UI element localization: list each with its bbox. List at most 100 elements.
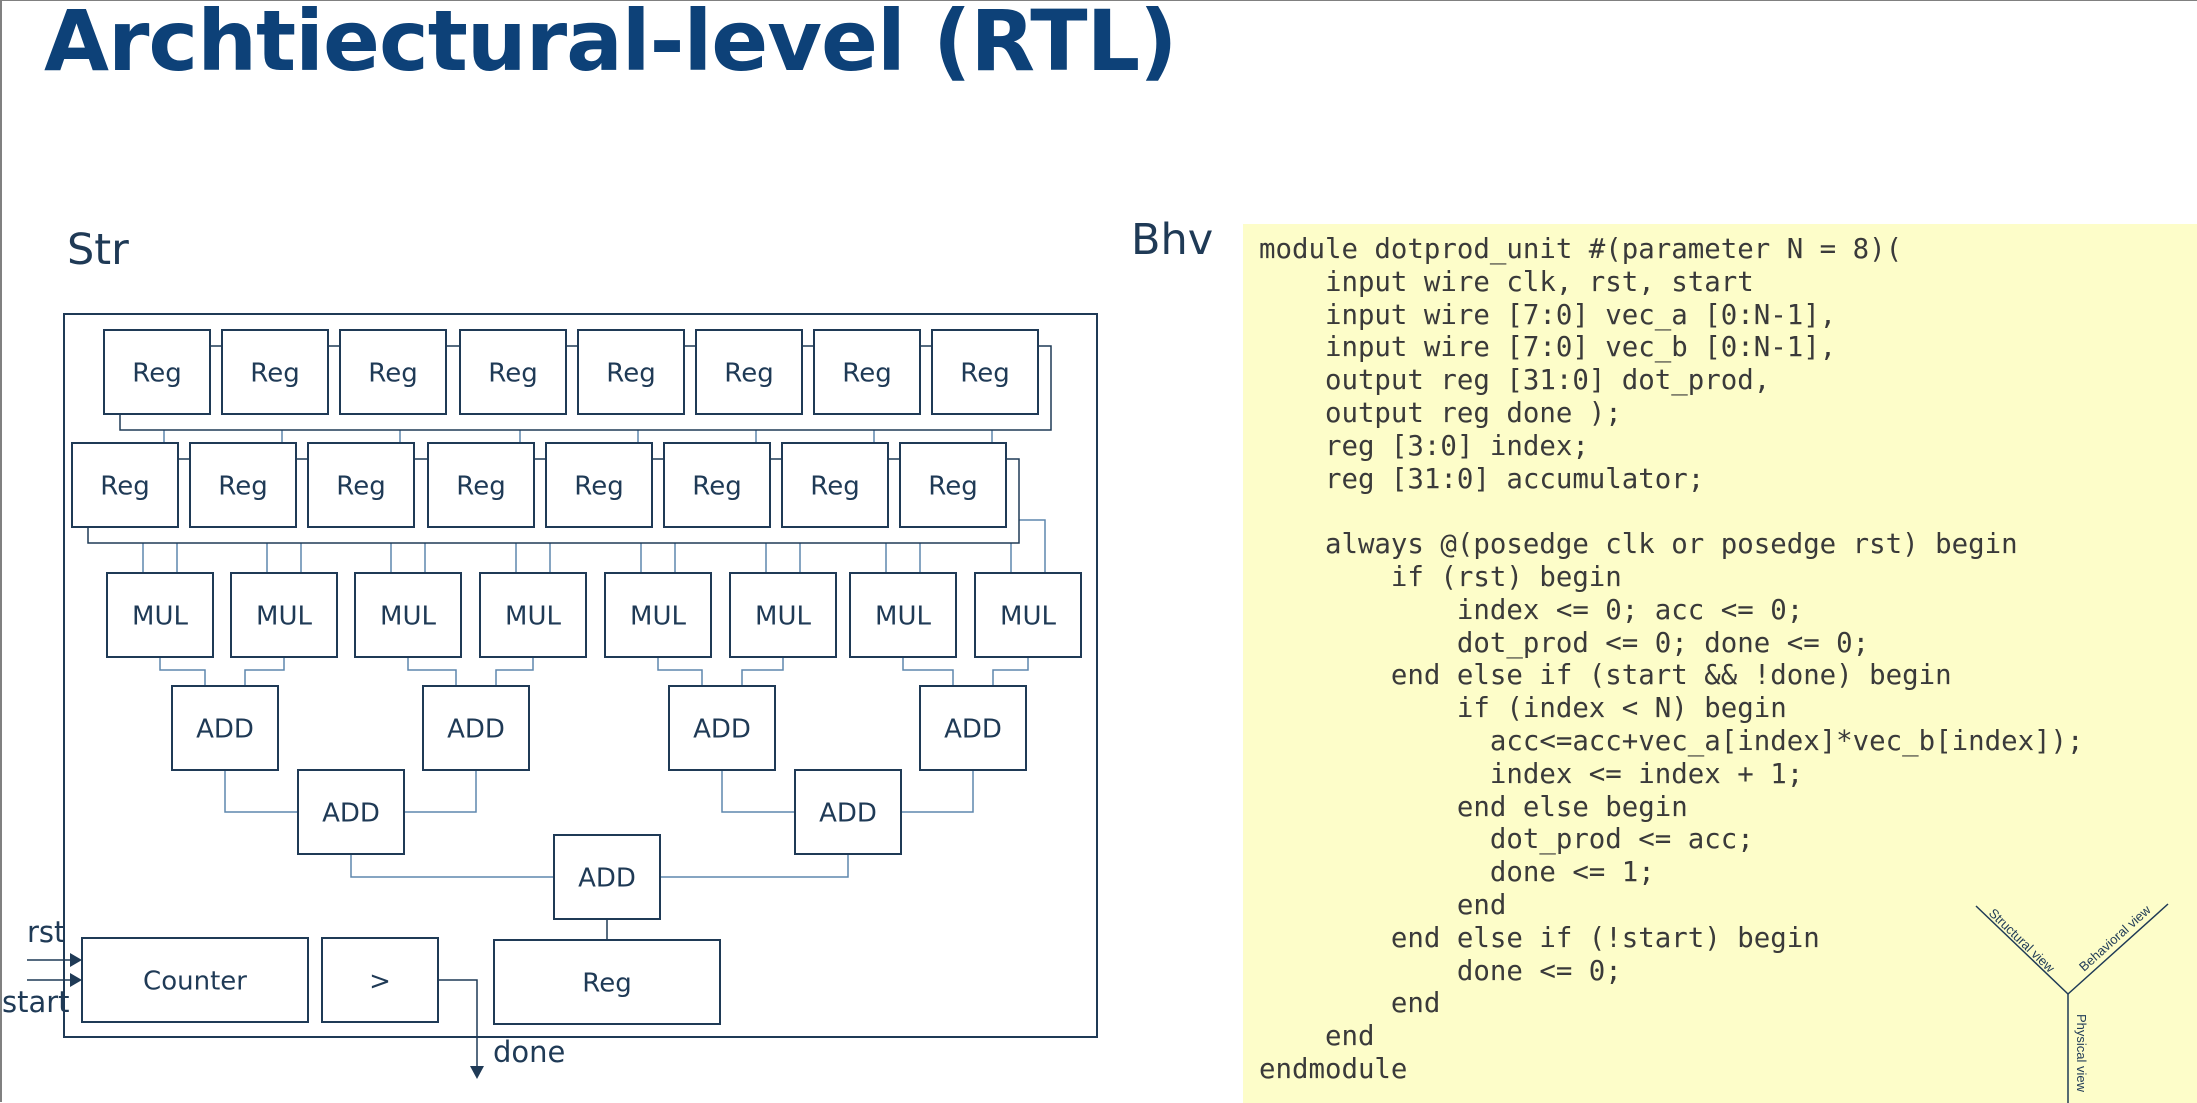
slide-title: Archtiectural-level (RTL)	[44, 0, 1178, 90]
add-l2-1: ADD	[794, 769, 902, 855]
add-l2-1-label: ADD	[819, 798, 877, 828]
counter-block-label: Counter	[143, 966, 247, 996]
mul-to-add-wire	[992, 657, 1029, 686]
reg-b-4-label: Reg	[574, 471, 623, 501]
mul-6: MUL	[849, 572, 957, 658]
reg-b-0-label: Reg	[100, 471, 149, 501]
rst-arrow-icon	[70, 953, 82, 967]
code-panel: module dotprod_unit #(parameter N = 8)( …	[1243, 224, 2197, 1103]
add-l1-to-l2-wire	[721, 770, 795, 813]
reg-b-7-label: Reg	[928, 471, 977, 501]
mul-1: MUL	[230, 572, 338, 658]
add-l1-2: ADD	[668, 685, 776, 771]
mul-to-add-wire	[657, 657, 703, 686]
reg-b-4: Reg	[545, 442, 653, 528]
add-l2-0: ADD	[297, 769, 405, 855]
reg-b-1-label: Reg	[218, 471, 267, 501]
reg-a-4: Reg	[577, 329, 685, 415]
y-chart-behavioral-axis	[2067, 903, 2169, 995]
mul-to-add-wire	[902, 657, 954, 686]
add-l1-3: ADD	[919, 685, 1027, 771]
mul-2-label: MUL	[380, 601, 436, 631]
done-label: done	[493, 1035, 565, 1069]
reg-a-2-label: Reg	[368, 358, 417, 388]
mul-to-add-wire	[159, 657, 206, 686]
reg-b-5: Reg	[663, 442, 771, 528]
mul-4-label: MUL	[630, 601, 686, 631]
reg-a-6: Reg	[813, 329, 921, 415]
add-l1-2-label: ADD	[693, 714, 751, 744]
done-wire	[438, 979, 478, 1070]
structural-label: Str	[67, 225, 129, 275]
compare-block: >	[321, 937, 439, 1023]
compare-block-label: >	[369, 966, 391, 996]
reg-a-0: Reg	[103, 329, 211, 415]
reg-a-2: Reg	[339, 329, 447, 415]
reg-b-1: Reg	[189, 442, 297, 528]
reg-a-3-label: Reg	[488, 358, 537, 388]
mul-2: MUL	[354, 572, 462, 658]
reg-a-7-label: Reg	[960, 358, 1009, 388]
mul-1-label: MUL	[256, 601, 312, 631]
reg-a-1: Reg	[221, 329, 329, 415]
reg-a-1-label: Reg	[250, 358, 299, 388]
reg-b-3-label: Reg	[456, 471, 505, 501]
mul-3: MUL	[479, 572, 587, 658]
add-l1-to-l2-wire	[224, 770, 298, 813]
add-l1-to-l2-wire	[901, 770, 974, 813]
add-l2-to-final-wire	[350, 854, 554, 878]
mul-7: MUL	[974, 572, 1082, 658]
y-chart-behavioral-label: Behavioral view	[2076, 902, 2154, 974]
reg-a-5-label: Reg	[724, 358, 773, 388]
mul-4: MUL	[604, 572, 712, 658]
add-final-label: ADD	[578, 863, 636, 893]
done-arrow-icon	[470, 1066, 484, 1079]
mul-6-label: MUL	[875, 601, 931, 631]
y-chart-physical-label: Physical view	[2074, 1014, 2089, 1093]
add-l1-1: ADD	[422, 685, 530, 771]
mul-0-label: MUL	[132, 601, 188, 631]
mul-to-add-wire	[741, 657, 784, 686]
add-l2-to-final-wire	[660, 854, 849, 878]
mul-0: MUL	[106, 572, 214, 658]
mul-7-label: MUL	[1000, 601, 1056, 631]
add-l1-0: ADD	[171, 685, 279, 771]
mul-to-add-wire	[407, 657, 457, 686]
add-l1-0-label: ADD	[196, 714, 254, 744]
reg-a-3: Reg	[459, 329, 567, 415]
output-reg-block-label: Reg	[582, 968, 631, 998]
reg-a-5: Reg	[695, 329, 803, 415]
reg-b-6: Reg	[781, 442, 889, 528]
y-chart-structural-axis	[1975, 905, 2069, 995]
reg-a-4-label: Reg	[606, 358, 655, 388]
reg-b-0: Reg	[71, 442, 179, 528]
reg-b-2: Reg	[307, 442, 415, 528]
reg-b-5-label: Reg	[692, 471, 741, 501]
start-arrow-icon	[70, 973, 82, 987]
mul-5: MUL	[729, 572, 837, 658]
rst-label: rst	[27, 915, 65, 949]
reg-a-0-label: Reg	[132, 358, 181, 388]
reg-b-6-label: Reg	[810, 471, 859, 501]
reg-b-3: Reg	[427, 442, 535, 528]
add-l1-to-l2-wire	[404, 770, 477, 813]
mul-to-add-wire	[495, 657, 534, 686]
add-final: ADD	[553, 834, 661, 920]
start-label: start	[2, 985, 70, 1019]
counter-block: Counter	[81, 937, 309, 1023]
add-l1-3-label: ADD	[944, 714, 1002, 744]
verilog-code: module dotprod_unit #(parameter N = 8)( …	[1259, 234, 2084, 1085]
behavioral-label: Bhv	[1131, 215, 1214, 265]
reg-b-7: Reg	[899, 442, 1007, 528]
datapath-boundary	[63, 313, 1098, 1038]
reg-a-7: Reg	[931, 329, 1039, 415]
output-reg-block: Reg	[493, 939, 721, 1025]
reg-b-2-label: Reg	[336, 471, 385, 501]
mul-5-label: MUL	[755, 601, 811, 631]
mul-to-add-wire	[244, 657, 285, 686]
add-l2-0-label: ADD	[322, 798, 380, 828]
y-chart: Structural view Behavioral view Physical…	[1975, 902, 2169, 1103]
add-l1-1-label: ADD	[447, 714, 505, 744]
